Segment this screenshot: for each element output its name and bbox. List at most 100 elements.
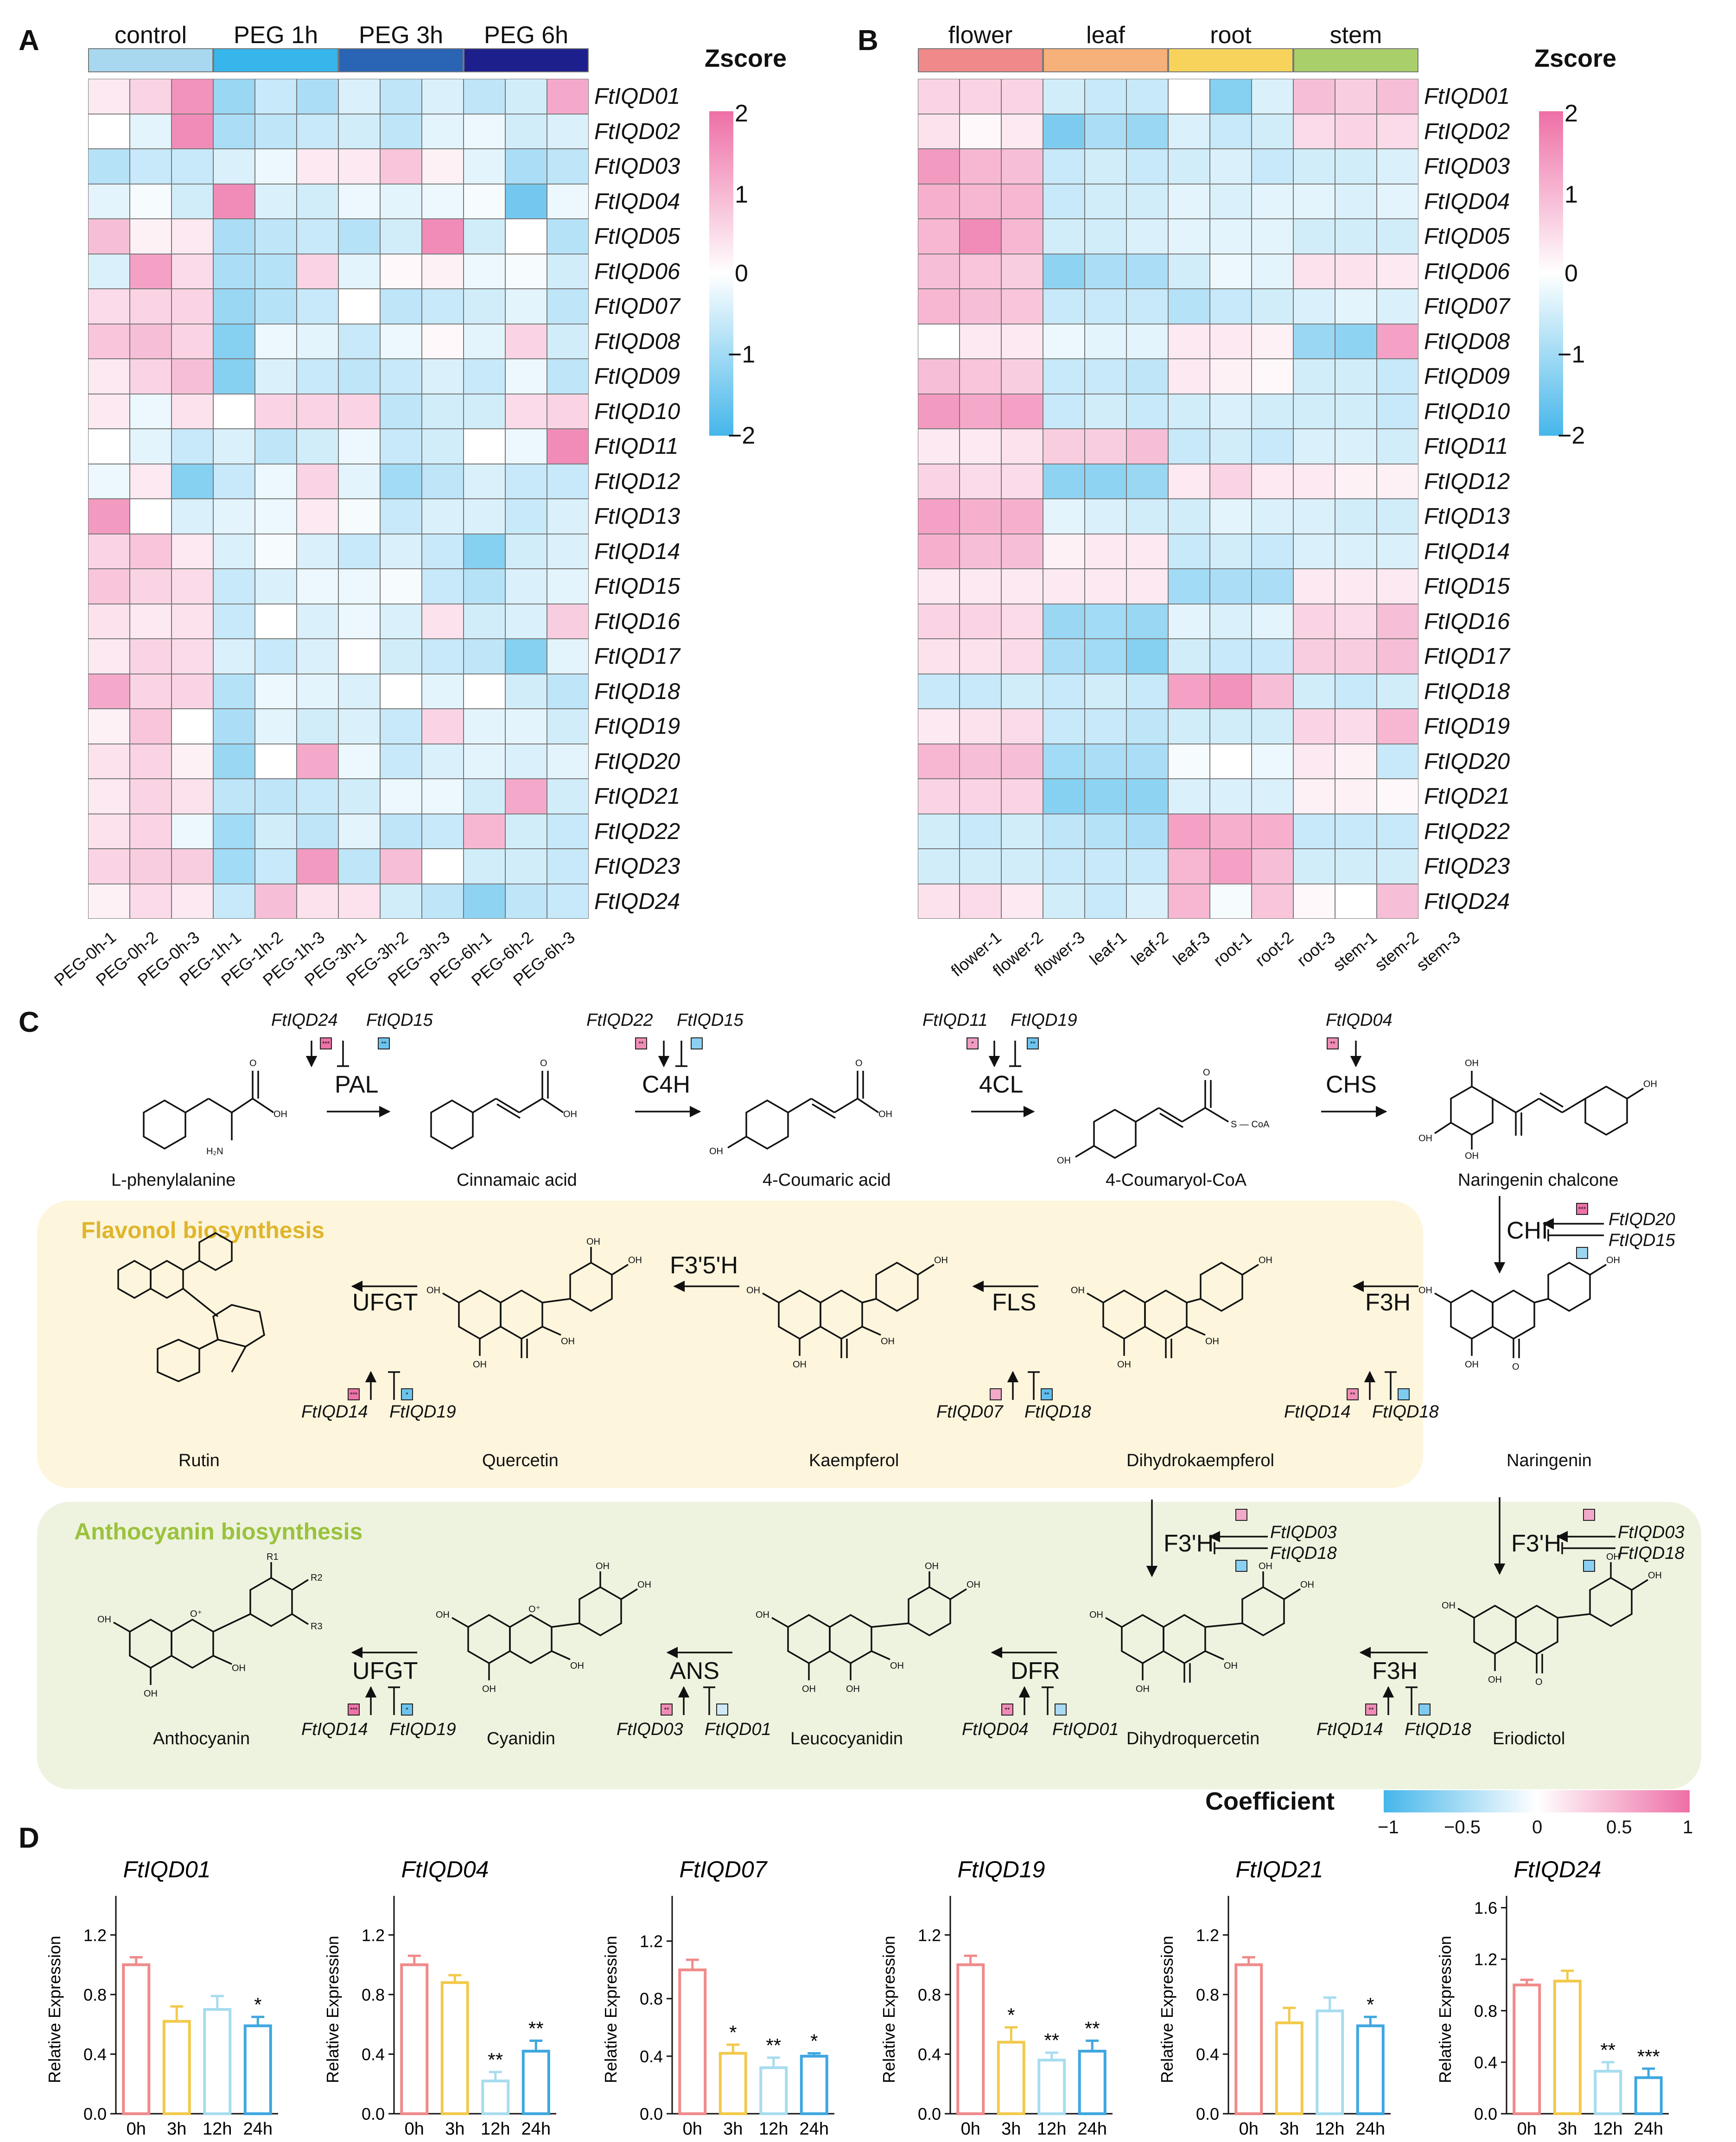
heatmap-cell: [1043, 289, 1085, 324]
heatmap-cell: [213, 254, 255, 289]
x-tick-label: 12h: [481, 2119, 510, 2139]
sub-o: O: [1512, 1362, 1520, 1372]
coef-square: **: [1027, 1037, 1039, 1049]
heatmap-cell: [380, 464, 422, 499]
heatmap-cell: [1252, 814, 1293, 849]
heatmap-cell: [1210, 219, 1252, 254]
heatmap-cell: [464, 674, 505, 709]
structure-cyanidin: [451, 1571, 638, 1680]
heatmap-cell: [422, 464, 464, 499]
y-tick-label: 1.2: [1196, 1926, 1219, 1945]
heatmap-cell: [1335, 674, 1377, 709]
significance-label: **: [1600, 2039, 1615, 2061]
heatmap-cell: [1168, 289, 1210, 324]
heatmap-cell: [960, 639, 1001, 674]
enzyme-f3ph-left: F3'H: [1164, 1530, 1214, 1557]
y-tick-label: 0.0: [362, 2104, 385, 2123]
enzyme-ufgt: UFGT: [352, 1289, 418, 1316]
significance-label: *: [1367, 1994, 1374, 2015]
heatmap-cell: [1252, 289, 1293, 324]
heatmap-cell: [297, 114, 338, 149]
heatmap-cell: [1210, 674, 1252, 709]
heatmap-cell: [1001, 604, 1043, 639]
regulator-label: FtIQD03: [1270, 1523, 1337, 1542]
coef-square: **: [1041, 1388, 1053, 1400]
y-tick-label: 1.2: [83, 1926, 107, 1945]
heatmap-cell: [130, 324, 172, 359]
bar: [203, 2008, 232, 2115]
heatmap-cell: [918, 674, 960, 709]
heatmap-cell: [1168, 114, 1210, 149]
gene-label: FtIQD19: [1424, 714, 1510, 739]
heatmap-cell: [130, 569, 172, 604]
zscore-tick-a: 1: [735, 181, 748, 208]
heatmap-cell: [255, 534, 297, 569]
heatmap-cell: [547, 149, 589, 184]
heatmap-cell: [1043, 569, 1085, 604]
gene-label: FtIQD11: [1424, 434, 1508, 459]
heatmap-cell: [380, 779, 422, 814]
sub-o: O: [855, 1058, 863, 1068]
heatmap-cell: [1335, 149, 1377, 184]
heatmap-cell: [1085, 394, 1126, 429]
sub-r2: R2: [311, 1573, 323, 1583]
sub-oh: OH: [97, 1614, 111, 1625]
heatmap-cell: [380, 814, 422, 849]
heatmap-cell: [88, 79, 130, 114]
bar: [440, 1981, 469, 2115]
significance-label: **: [1044, 2029, 1059, 2051]
x-tick-label: 0h: [683, 2119, 702, 2139]
heatmap-cell: [918, 359, 960, 394]
sub-oh: OH: [925, 1561, 939, 1571]
heatmap-cell: [380, 289, 422, 324]
structure-quercetin: [442, 1247, 629, 1358]
heatmap-cell: [1001, 814, 1043, 849]
heatmap-cell: [1001, 394, 1043, 429]
heatmap-cell: [380, 219, 422, 254]
panel-label-a: A: [19, 25, 39, 57]
zscore-tick-a: 0: [735, 260, 748, 287]
heatmap-cell: [130, 219, 172, 254]
heatmap-cell: [213, 324, 255, 359]
sub-s-coa: S — CoA: [1231, 1119, 1270, 1130]
heatmap-cell: [422, 883, 464, 919]
gene-label: FtIQD22: [1424, 819, 1510, 844]
y-tick-label: 1.2: [362, 1926, 385, 1945]
y-tick-label: 0.0: [1474, 2104, 1497, 2123]
heatmap-cell: [464, 359, 505, 394]
heatmap-cell: [1126, 849, 1168, 884]
heatmap-cell: [422, 184, 464, 219]
heatmap-cell: [1377, 324, 1418, 359]
heatmap-cell: [1210, 184, 1252, 219]
enzyme-f3h: F3H: [1365, 1289, 1411, 1316]
coefficient-colorbar: [1384, 1790, 1690, 1812]
heatmap-cell: [172, 359, 213, 394]
heatmap-cell: [1335, 289, 1377, 324]
heatmap-cell: [1126, 674, 1168, 709]
heatmap-cell: [1168, 814, 1210, 849]
heatmap-cell: [960, 534, 1001, 569]
sub-oh: OH: [890, 1661, 904, 1671]
heatmap-cell: [1168, 79, 1210, 114]
sub-oh: OH: [473, 1360, 487, 1370]
sub-oplus: O⁺: [190, 1609, 202, 1619]
enzyme-f3ph-right: F3'H: [1511, 1530, 1562, 1557]
heatmap-cell: [505, 849, 547, 884]
heatmap-cell: [130, 883, 172, 919]
bar: [1078, 2050, 1106, 2115]
sub-oh: OH: [1057, 1156, 1071, 1166]
heatmap-cell: [1377, 849, 1418, 884]
heatmap-cell: [1001, 289, 1043, 324]
heatmap-cell: [1043, 639, 1085, 674]
heatmap-cell: [1293, 849, 1335, 884]
heatmap-cell: [380, 254, 422, 289]
y-tick-label: 0.4: [640, 2047, 663, 2066]
heatmap-cell: [1168, 639, 1210, 674]
heatmap-cell: [1377, 464, 1418, 499]
heatmap-cell: [1252, 744, 1293, 779]
heatmap-cell: [1252, 674, 1293, 709]
structure-leucocyanidin: [771, 1571, 967, 1680]
heatmap-cell: [1001, 464, 1043, 499]
regulator-label: FtIQD07: [936, 1402, 1003, 1422]
